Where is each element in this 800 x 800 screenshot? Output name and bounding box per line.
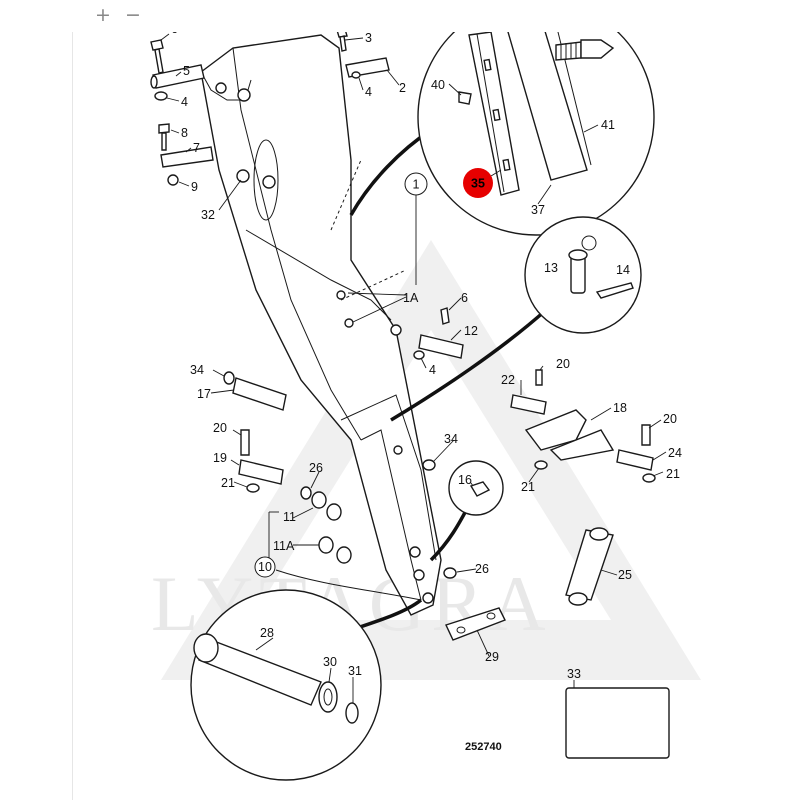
callout-4b: 4 (365, 85, 372, 99)
callout-5: 5 (183, 64, 190, 78)
callout-21: 21 (221, 476, 235, 490)
callout-6b: 6 (461, 291, 468, 305)
callout-30: 30 (323, 655, 337, 669)
callout-24: 24 (668, 446, 682, 460)
callout-35: 35 (471, 177, 485, 191)
callout-19: 19 (213, 451, 227, 465)
callout-11A: 11A (273, 539, 295, 553)
callout-2: 2 (399, 81, 406, 95)
callout-33: 33 (567, 667, 581, 681)
parts-diagram: LYTAGRA (150, 32, 701, 781)
callout-7: 7 (193, 141, 200, 155)
callout-16: 16 (458, 473, 472, 487)
callout-labels: 6 5 4 8 7 9 32 3 4 2 36 39 38 40 41 37 3… (171, 32, 682, 753)
callout-1: 1 (413, 178, 420, 192)
callout-6: 6 (171, 32, 178, 36)
callout-1-circle (404, 172, 428, 196)
callout-20c: 20 (663, 412, 677, 426)
callout-32: 32 (201, 208, 215, 222)
callout-9: 9 (191, 180, 198, 194)
callout-13: 13 (544, 261, 558, 275)
callout-21c: 21 (666, 467, 680, 481)
detail-bubble-pin-28 (190, 589, 382, 781)
zoom-out-button[interactable]: − (122, 4, 144, 26)
leader-10 (275, 569, 422, 601)
drawing-number: 252740 (465, 741, 502, 753)
callout-4: 4 (181, 95, 188, 109)
callout-10-circle (254, 556, 276, 578)
highlight-marker-35[interactable] (463, 168, 493, 198)
callout-18: 18 (613, 401, 627, 415)
callout-12: 12 (464, 324, 478, 338)
callout-21b: 21 (521, 480, 535, 494)
callout-40: 40 (431, 78, 445, 92)
callout-22: 22 (501, 373, 515, 387)
callout-25: 25 (618, 568, 632, 582)
callout-8: 8 (181, 126, 188, 140)
callout-34b: 34 (444, 432, 458, 446)
callout-28: 28 (260, 626, 274, 640)
zoom-controls: + − (92, 4, 144, 26)
leader-to-pin-detail (390, 308, 548, 422)
callout-41: 41 (601, 118, 615, 132)
kit-box-33 (565, 687, 670, 759)
callout-11: 11 (283, 510, 296, 524)
detail-bubble-pin (524, 216, 642, 334)
callout-4c: 4 (429, 363, 436, 377)
callout-10: 10 (258, 560, 272, 574)
callout-31: 31 (348, 664, 362, 678)
callout-26: 26 (309, 461, 323, 475)
loose-parts (150, 32, 670, 759)
diagram-viewer[interactable]: LYTAGRA (72, 32, 800, 800)
callout-34: 34 (190, 363, 204, 377)
callout-1A: 1A (403, 291, 419, 305)
zoom-in-button[interactable]: + (92, 4, 114, 26)
callout-26b: 26 (475, 562, 489, 576)
leader-to-top-detail (349, 128, 432, 216)
callout-20b: 20 (556, 357, 570, 371)
callout-29: 29 (485, 650, 499, 664)
callout-14: 14 (616, 263, 630, 277)
leader-lines (160, 33, 667, 703)
detail-bubble-grease (448, 460, 504, 516)
callout-3: 3 (365, 32, 372, 45)
callout-17: 17 (197, 387, 211, 401)
callout-20: 20 (213, 421, 227, 435)
dipper-arm (200, 34, 442, 616)
callout-37: 37 (531, 203, 545, 217)
